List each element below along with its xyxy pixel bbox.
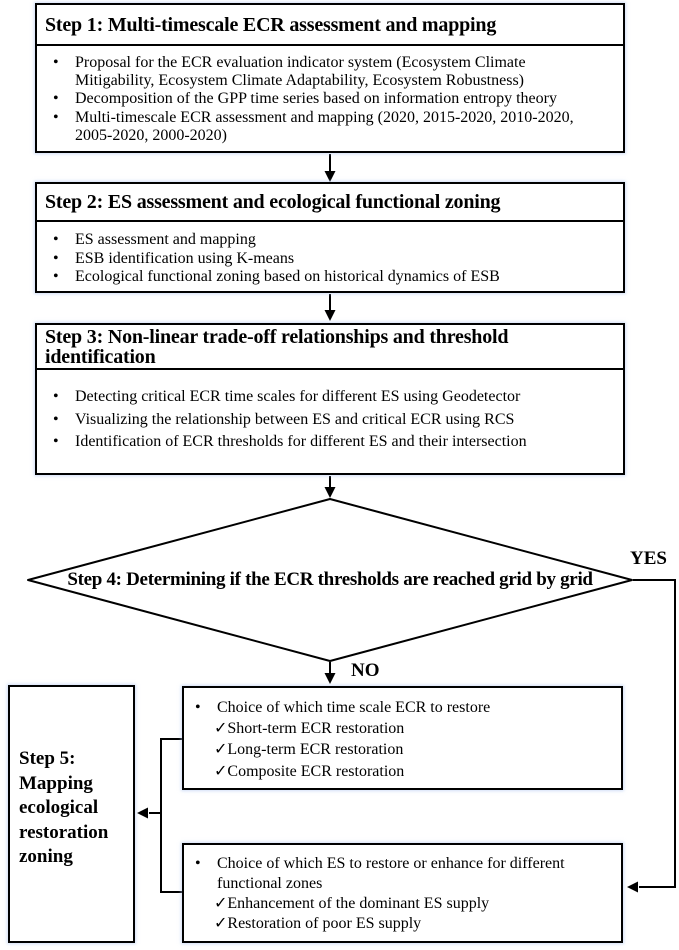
check-icon: ✓ — [214, 895, 228, 912]
list-item: • Visualizing the relationship between E… — [53, 409, 605, 432]
restore-es-bullet: Choice of which ES to restore or enhance… — [217, 855, 565, 892]
check-icon: ✓ — [214, 762, 228, 780]
list-item: • Choice of which ES to restore or enhan… — [195, 854, 607, 894]
check-item: ✓ Composite ECR restoration — [195, 761, 611, 782]
bullet-icon: • — [53, 108, 59, 126]
bullet-icon: • — [53, 410, 59, 428]
arrow-no-branch — [324, 662, 336, 684]
step2-bullet-3: Ecological functional zoning based on hi… — [75, 268, 500, 286]
step1-bullet-1: Proposal for the ECR evaluation indicato… — [75, 54, 526, 90]
step1-bullet-3: Multi-timescale ECR assessment and mappi… — [75, 108, 574, 144]
step2-box: Step 2: ES assessment and ecological fun… — [35, 182, 625, 293]
bullet-icon: • — [195, 855, 201, 872]
list-item: • Proposal for the ECR evaluation indica… — [53, 54, 605, 90]
restore-es-check-1: Enhancement of the dominant ES supply — [227, 895, 490, 912]
bullet-icon: • — [53, 231, 59, 248]
step3-bullet-2: Visualizing the relationship between ES … — [75, 410, 515, 428]
step1-box: Step 1: Multi-timescale ECR assessment a… — [35, 3, 625, 153]
check-item: ✓ Enhancement of the dominant ES supply — [195, 894, 607, 914]
bullet-icon: • — [53, 90, 59, 108]
arrow-yes-branch — [627, 579, 676, 893]
no-branch-label: NO — [351, 660, 380, 681]
bullet-icon: • — [195, 699, 201, 716]
list-item: • ESB identification using K-means — [53, 250, 605, 269]
check-item: ✓ Short-term ECR restoration — [195, 718, 611, 739]
check-item: ✓ Restoration of poor ES supply — [195, 914, 607, 934]
yes-branch-label: YES — [630, 548, 667, 569]
arrow-step3-step4 — [324, 476, 336, 498]
bullet-icon: • — [53, 268, 59, 286]
list-item: • Choice of which time scale ECR to rest… — [195, 697, 611, 718]
restore-timescale-check-2: Long-term ECR restoration — [227, 741, 404, 759]
restore-es-box: • Choice of which ES to restore or enhan… — [182, 843, 623, 943]
step4-diamond — [27, 498, 633, 662]
list-item: • Decomposition of the GPP time series b… — [53, 90, 605, 108]
restore-es-check-2: Restoration of poor ES supply — [227, 915, 422, 932]
check-icon: ✓ — [214, 741, 228, 759]
list-item: • Ecological functional zoning based on … — [53, 268, 605, 287]
step5-title: Step 5: Mapping ecological restoration z… — [19, 748, 109, 867]
restore-timescale-check-1: Short-term ECR restoration — [227, 720, 405, 738]
step3-title: Step 3: Non-linear trade-off relationshi… — [37, 325, 623, 370]
list-item: • ES assessment and mapping — [53, 231, 605, 250]
list-item: • Multi-timescale ECR assessment and map… — [53, 109, 605, 145]
step2-bullet-1: ES assessment and mapping — [75, 231, 256, 248]
restore-timescale-bullet: Choice of which time scale ECR to restor… — [217, 699, 491, 716]
arrow-step2-step3 — [324, 294, 336, 321]
list-item: • Identification of ECR thresholds for d… — [53, 431, 605, 454]
bullet-icon: • — [53, 433, 59, 450]
restore-timescale-check-3: Composite ECR restoration — [227, 762, 405, 780]
check-item: ✓ Long-term ECR restoration — [195, 739, 611, 760]
step5-box: Step 5: Mapping ecological restoration z… — [8, 685, 135, 943]
check-icon: ✓ — [214, 915, 228, 932]
check-icon: ✓ — [214, 720, 228, 738]
step1-bullet-2: Decomposition of the GPP time series bas… — [75, 90, 557, 108]
step2-bullet-2: ESB identification using K-means — [75, 249, 295, 267]
step1-title: Step 1: Multi-timescale ECR assessment a… — [37, 5, 623, 46]
bullet-icon: • — [53, 249, 59, 267]
restore-timescale-box: • Choice of which time scale ECR to rest… — [182, 686, 623, 790]
step3-bullet-1: Detecting critical ECR time scales for d… — [75, 388, 521, 405]
arrow-step1-step2 — [324, 154, 336, 182]
connector-bracket-step5 — [137, 738, 182, 893]
step3-box: Step 3: Non-linear trade-off relationshi… — [35, 323, 625, 475]
bullet-icon: • — [53, 54, 59, 71]
step3-bullet-3: Identification of ECR thresholds for dif… — [75, 433, 527, 450]
bullet-icon: • — [53, 388, 59, 405]
step2-title: Step 2: ES assessment and ecological fun… — [37, 184, 623, 222]
list-item: • Detecting critical ECR time scales for… — [53, 386, 605, 409]
step4-title: Step 4: Determining if the ECR threshold… — [67, 569, 593, 590]
